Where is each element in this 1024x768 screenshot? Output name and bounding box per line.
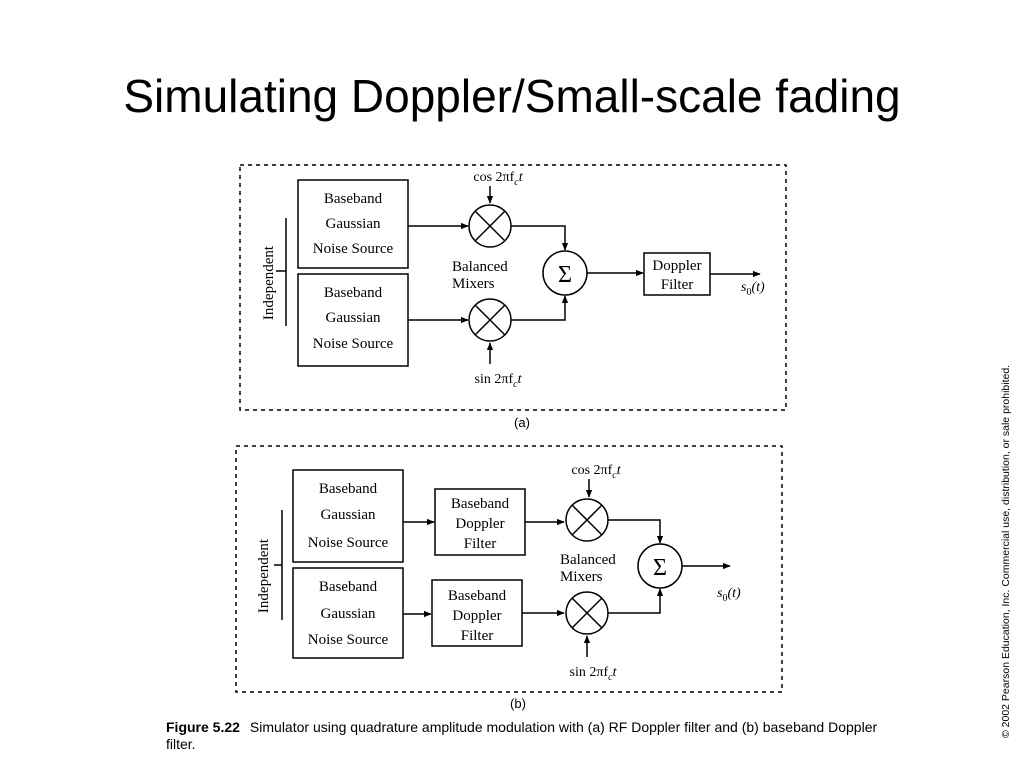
doppler-filter-a: [643, 252, 711, 296]
mixer-b2: [565, 591, 609, 635]
noise-source-b1-line1: Baseband: [319, 481, 378, 497]
sublabel-b: (b): [510, 696, 526, 711]
copyright-notice: © 2002 Pearson Education, Inc. Commercia…: [1000, 364, 1012, 738]
noise-source-a2-line1: Baseband: [324, 285, 383, 301]
baseband-doppler-filter-b1-line1: Baseband: [451, 496, 510, 512]
mixers-label-a-line2: Mixers: [452, 276, 495, 292]
summer-b-symbol: Σ: [653, 555, 667, 581]
sin-input-a: sin 2πfct: [475, 372, 523, 390]
doppler-filter-a-line2: Filter: [661, 277, 694, 293]
noise-source-a2-line2: Gaussian: [326, 310, 381, 326]
doppler-filter-a-line1: Doppler: [652, 258, 701, 274]
noise-source-a1-line3: Noise Source: [313, 241, 394, 257]
noise-source-b2-line1: Baseband: [319, 579, 378, 595]
baseband-doppler-filter-b2-line3: Filter: [461, 628, 494, 644]
noise-source-b1-line3: Noise Source: [308, 535, 389, 551]
mixers-label-a-line1: Balanced: [452, 259, 508, 275]
noise-source-b2-line3: Noise Source: [308, 632, 389, 648]
noise-source-a2-line3: Noise Source: [313, 336, 394, 352]
noise-source-b2-line2: Gaussian: [321, 606, 376, 622]
diagram-a: Independent Baseband Gaussian Noise Sour…: [239, 164, 787, 430]
slide-title: Simulating Doppler/Small-scale fading: [123, 70, 901, 122]
baseband-doppler-filter-b1-line2: Doppler: [455, 516, 504, 532]
mixers-label-b-line1: Balanced: [560, 552, 616, 568]
cos-input-b: cos 2πfct: [571, 463, 621, 481]
mixer-b1: [565, 498, 609, 542]
caption-text: Simulator using quadrature amplitude mod…: [166, 719, 878, 752]
figure-label: Figure 5.22: [166, 719, 240, 735]
mixer-a1: [468, 204, 512, 248]
mixers-label-b-line2: Mixers: [560, 569, 603, 585]
diagram-b: Independent Baseband Gaussian Noise Sour…: [235, 445, 783, 711]
noise-source-b1-line2: Gaussian: [321, 507, 376, 523]
sublabel-a: (a): [514, 415, 530, 430]
baseband-doppler-filter-b1-line3: Filter: [464, 536, 497, 552]
noise-source-a1-line2: Gaussian: [326, 216, 381, 232]
noise-source-b2: [292, 567, 404, 659]
baseband-doppler-filter-b2-line2: Doppler: [452, 608, 501, 624]
output-a: s0(t): [741, 280, 765, 298]
noise-source-a1: [297, 179, 409, 269]
output-b: s0(t): [717, 586, 741, 604]
diagram-a-border: [239, 164, 787, 411]
noise-source-b1: [292, 469, 404, 563]
independent-label-b: Independent: [256, 538, 272, 613]
noise-source-a1-line1: Baseband: [324, 191, 383, 207]
baseband-doppler-filter-b2: [431, 579, 523, 647]
cos-input-a: cos 2πfct: [473, 170, 523, 188]
baseband-doppler-filter-b1: [434, 488, 526, 556]
baseband-doppler-filter-b2-line1: Baseband: [448, 588, 507, 604]
summer-a-symbol: Σ: [558, 262, 572, 288]
sin-input-b: sin 2πfct: [570, 665, 618, 683]
diagram-b-border: [235, 445, 783, 693]
independent-label-a: Independent: [261, 245, 277, 320]
mixer-a2: [468, 298, 512, 342]
